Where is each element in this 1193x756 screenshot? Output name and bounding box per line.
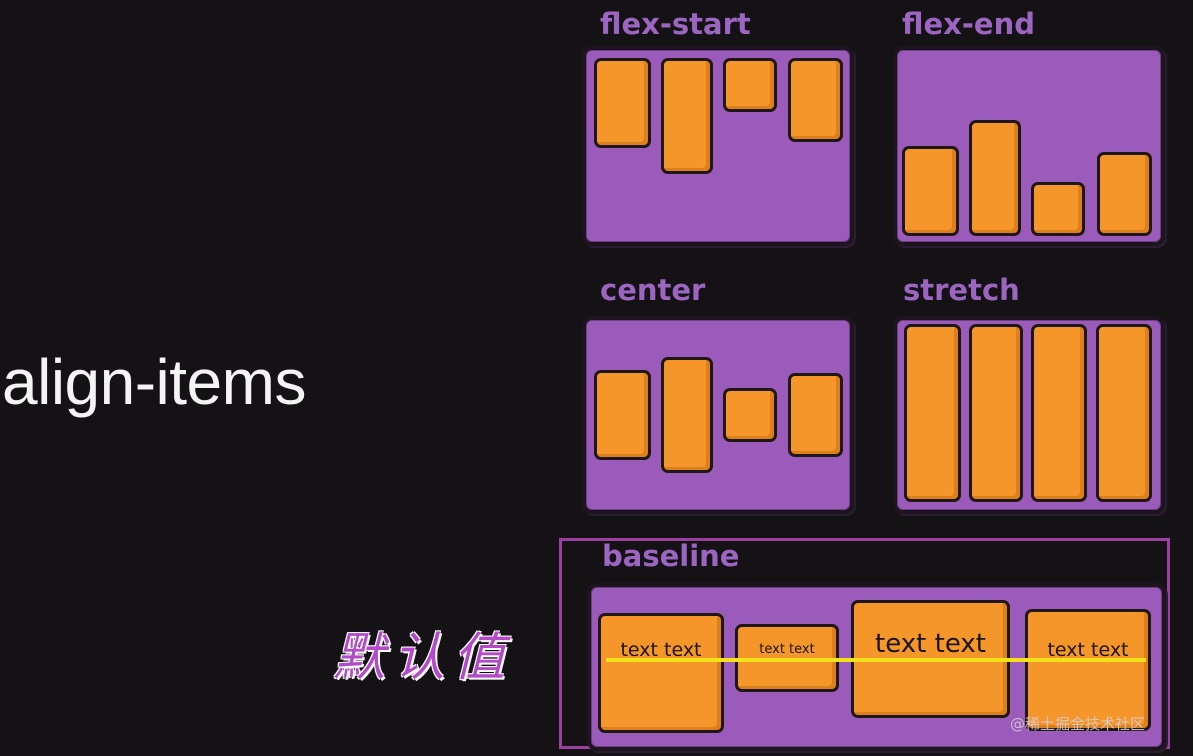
stretch-panel xyxy=(893,316,1165,514)
flex-end-panel xyxy=(893,46,1165,246)
flex-item xyxy=(594,58,651,148)
flex-item xyxy=(788,373,843,457)
flex-item xyxy=(1096,324,1152,502)
flex-item xyxy=(969,324,1023,502)
flex-item xyxy=(969,120,1021,236)
flex-item xyxy=(904,324,961,502)
flex-start-label: flex-start xyxy=(600,7,751,41)
flex-item xyxy=(1031,324,1087,502)
flex-item xyxy=(723,388,777,442)
flex-item xyxy=(661,58,713,174)
stretch-label: stretch xyxy=(903,273,1020,307)
flex-item xyxy=(1097,152,1152,236)
baseline-item-text: text text xyxy=(759,642,815,657)
flex-item xyxy=(661,357,713,473)
flex-start-panel xyxy=(582,46,854,246)
flex-end-label: flex-end xyxy=(902,7,1035,41)
baseline-item-text: text text xyxy=(620,639,702,661)
page-title: align-items xyxy=(2,346,306,418)
center-label: center xyxy=(600,273,706,307)
flex-item xyxy=(594,370,651,460)
flex-item xyxy=(1031,182,1085,236)
flex-item xyxy=(902,146,959,236)
baseline-item-text: text text xyxy=(1047,639,1129,661)
baseline-item: text text xyxy=(598,613,724,733)
flex-item xyxy=(723,58,777,112)
watermark: @稀土掘金技术社区 xyxy=(1010,715,1146,733)
default-value-annotation: 默认值 xyxy=(333,628,514,688)
flex-item xyxy=(788,58,843,142)
baseline-item: text text xyxy=(1025,609,1151,731)
baseline-label: baseline xyxy=(602,539,740,573)
baseline-line xyxy=(606,658,1146,662)
center-panel xyxy=(582,316,854,514)
baseline-panel: text text text text text text text text xyxy=(587,583,1166,751)
baseline-item-text: text text xyxy=(875,629,986,659)
